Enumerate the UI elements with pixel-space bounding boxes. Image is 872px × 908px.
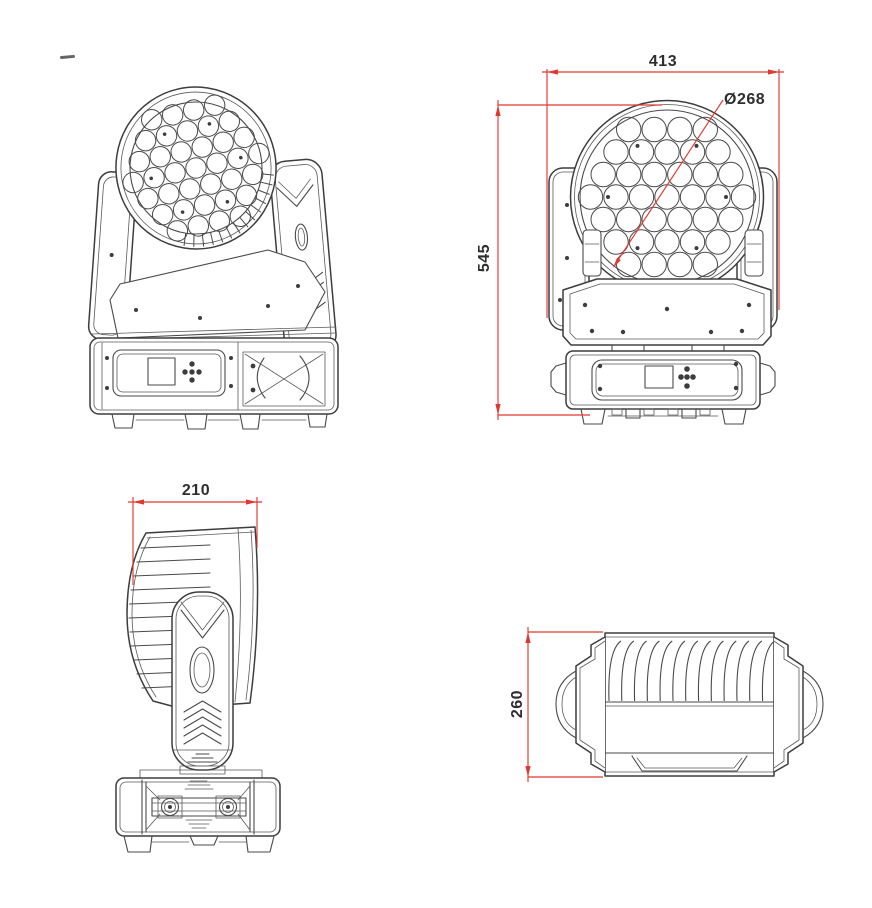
motor-cap-left <box>555 670 577 739</box>
dim-top-depth-label: 260 <box>509 690 526 718</box>
yoke-arm-side <box>171 591 234 775</box>
menu-buttons <box>678 366 696 389</box>
view-front: 413 545 Ø268 <box>476 53 784 425</box>
view-side: 210 <box>115 482 281 853</box>
heatsink-fins-top <box>608 640 775 702</box>
display-screen <box>644 365 674 389</box>
base-feet <box>111 413 328 430</box>
dimension-front-height: 545 <box>476 100 662 420</box>
dimension-side-depth: 210 <box>128 482 262 585</box>
dimension-lens-diameter: Ø268 <box>613 91 765 268</box>
dim-side-depth-label: 210 <box>182 482 210 499</box>
dimension-top-depth: 260 <box>509 627 603 782</box>
head-top <box>604 632 775 777</box>
trunnion-right <box>744 229 764 277</box>
side-knob-right <box>759 362 776 396</box>
dimension-front-width: 413 <box>542 53 784 318</box>
pan-lock-bracket <box>237 341 326 411</box>
yoke-bottom-front <box>562 278 772 346</box>
side-knob-left <box>550 362 567 396</box>
base-feet <box>580 408 747 425</box>
trunnion-left <box>582 229 602 277</box>
base-feet <box>123 835 275 853</box>
view-perspective <box>60 54 339 430</box>
yoke-bottom-panel <box>109 249 326 339</box>
pan-shaft <box>611 344 645 352</box>
base-unit-perspective <box>89 326 339 430</box>
top-arm-left <box>555 636 606 773</box>
stray-mark <box>60 54 75 59</box>
display-screen <box>147 357 176 386</box>
view-top: 260 <box>509 627 824 782</box>
omega-bracket <box>145 780 251 831</box>
dim-lens-diameter-label: Ø268 <box>724 91 765 108</box>
dim-front-height-label: 545 <box>476 244 493 272</box>
head-perspective <box>115 86 277 250</box>
lens-array-front <box>577 116 757 278</box>
menu-buttons <box>182 361 202 383</box>
control-panel <box>591 359 743 401</box>
base-unit-front <box>550 350 776 425</box>
lens-array-perspective <box>122 94 270 242</box>
motor-cap-right <box>802 670 824 739</box>
pan-shaft <box>691 344 725 352</box>
base-unit-side <box>115 769 281 853</box>
control-panel <box>112 349 226 397</box>
dim-front-width-label: 413 <box>649 53 677 70</box>
top-arm-right <box>773 636 824 773</box>
head-front <box>569 99 765 295</box>
